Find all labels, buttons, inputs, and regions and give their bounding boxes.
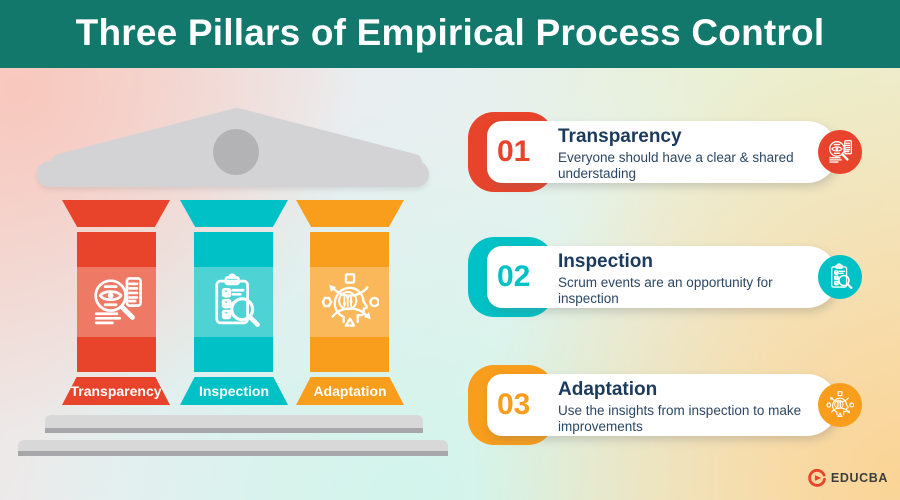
pillar-capital	[296, 200, 404, 227]
eye-magnifier-icon	[88, 273, 146, 331]
educba-logo: EDUCBA	[807, 468, 888, 488]
card-title: Adaptation	[558, 379, 658, 400]
card-description: Scrum events are an opportunity for insp…	[558, 274, 773, 307]
head-process-icon	[826, 391, 854, 419]
eye-magnifier-icon	[826, 138, 854, 166]
card-text: Transparency Everyone should have a clea…	[558, 126, 813, 183]
card-transparency: 01 Transparency Everyone should have a c…	[468, 112, 870, 192]
card-adaptation: 03 Adaptation Use the insights from insp…	[468, 365, 870, 445]
card-description: Use the insights from inspection to make…	[558, 402, 802, 435]
pillar-capital	[180, 200, 288, 227]
card-badge	[818, 130, 862, 174]
pillar-shaft	[77, 232, 156, 372]
pillar-icon-band	[310, 267, 389, 337]
clipboard-magnifier-icon	[826, 263, 854, 291]
card-body	[487, 246, 838, 308]
temple-step-upper	[45, 415, 423, 433]
card-badge	[818, 383, 862, 427]
pillar-icon-band	[77, 267, 156, 337]
pillar-base: Adaptation	[296, 377, 404, 405]
card-text: Adaptation Use the insights from inspect…	[558, 379, 813, 436]
card-description: Everyone should have a clear & shared un…	[558, 149, 794, 182]
card-number: 03	[497, 388, 531, 421]
pillar-label: Inspection	[198, 383, 269, 399]
pillar-base: Transparency	[62, 377, 170, 405]
pillar-icon-band	[194, 267, 273, 337]
pediment-roof-icon	[37, 108, 429, 187]
header-bar: Three Pillars of Empirical Process Contr…	[0, 0, 900, 68]
card-number: 01	[497, 135, 531, 168]
card-inspection: 02 Inspection Scrum events are an opport…	[468, 237, 870, 317]
pillar-label: Adaptation	[313, 383, 387, 399]
card-title: Inspection	[558, 251, 654, 272]
page-title: Three Pillars of Empirical Process Contr…	[75, 12, 825, 53]
temple-step-lower	[18, 440, 448, 456]
pillar-shaft	[194, 232, 273, 372]
educba-logo-text: EDUCBA	[830, 471, 888, 485]
card-number: 02	[497, 260, 531, 293]
card-title: Transparency	[558, 126, 682, 147]
pillar-base: Inspection	[180, 377, 288, 405]
pillar-shaft	[310, 232, 389, 372]
pillar-label: Transparency	[70, 383, 162, 399]
clipboard-magnifier-icon	[205, 273, 263, 331]
head-process-icon	[321, 273, 379, 331]
card-text: Inspection Scrum events are an opportuni…	[558, 251, 813, 308]
card-body	[487, 121, 838, 183]
pillar-capital	[62, 200, 170, 227]
card-body	[487, 374, 838, 436]
educba-logo-icon	[807, 468, 827, 488]
card-badge	[818, 255, 862, 299]
